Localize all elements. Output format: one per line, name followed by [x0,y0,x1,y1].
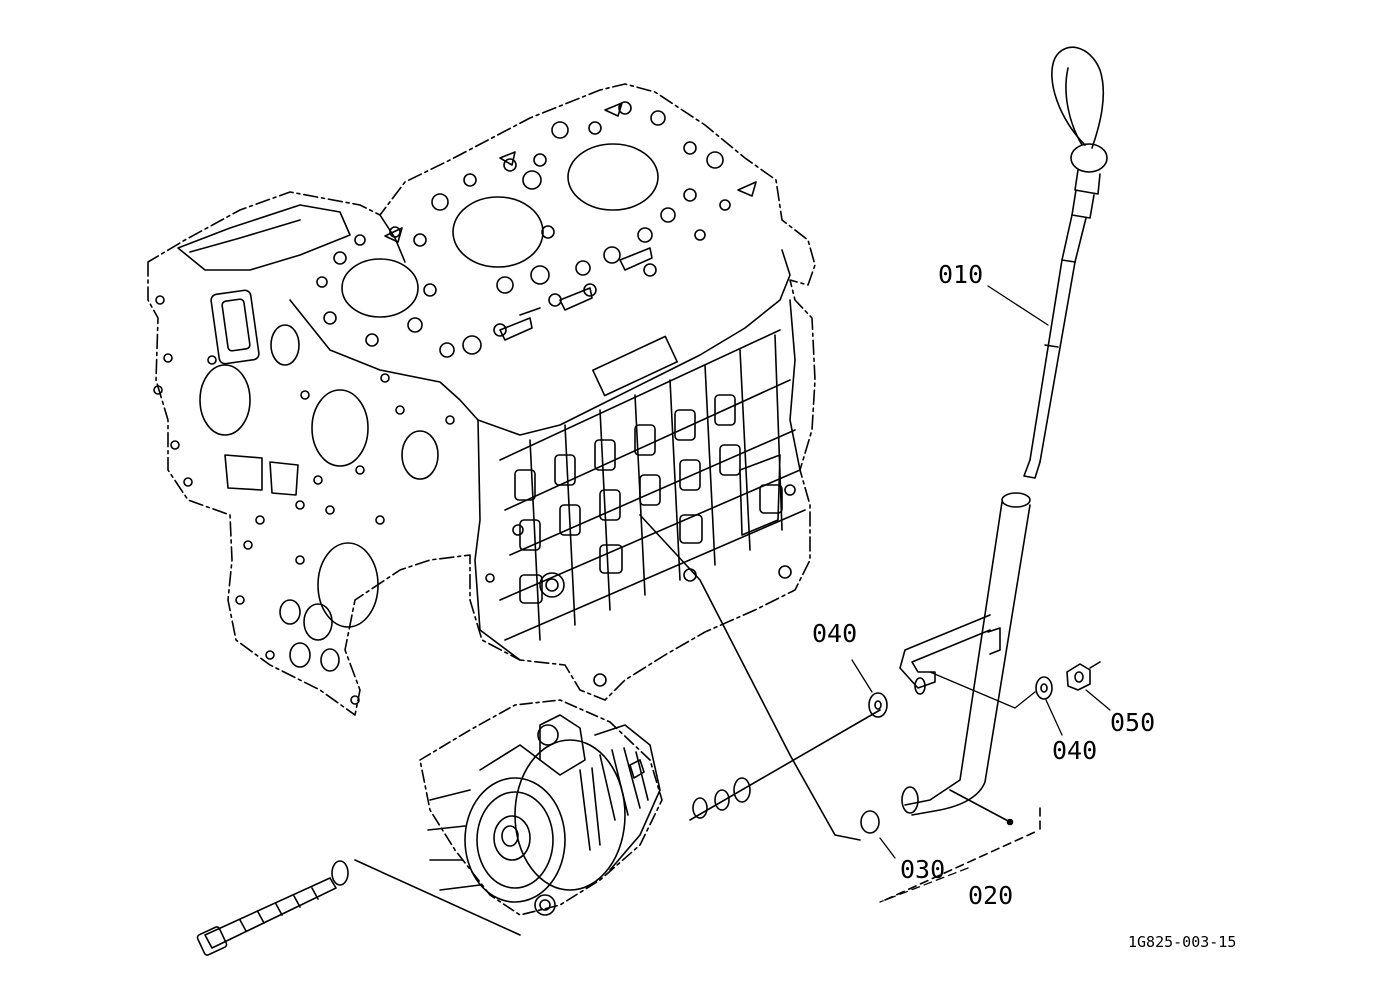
o-ring [860,810,880,834]
callout-040-right: 040 [1052,736,1098,765]
leader-lines [851,285,1111,903]
engine-block [147,83,861,841]
washer-left [868,692,888,718]
dipstick [1023,46,1108,479]
callout-050: 050 [1110,708,1156,737]
drawing-code: 1G825-003-15 [1128,933,1237,951]
callout-030: 030 [900,855,946,884]
callout-040-left: 040 [812,619,858,648]
callout-020: 020 [968,881,1014,910]
washer-right [1035,676,1053,700]
washers-alternator [689,709,881,821]
alternator-bolt [196,859,521,956]
nut [1066,661,1101,691]
alternator [419,699,663,916]
callout-010: 010 [938,260,984,289]
dipstick-guide-tube [884,492,1041,901]
